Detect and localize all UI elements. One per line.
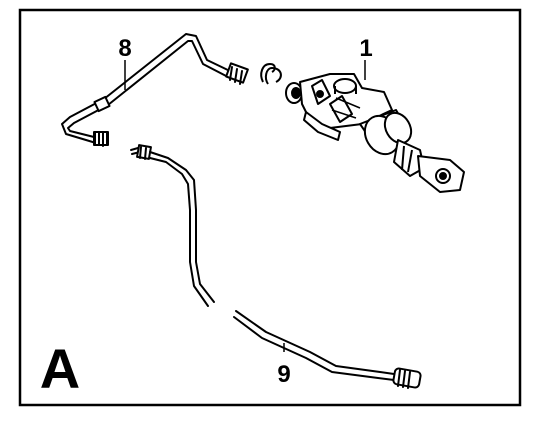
diagram-frame bbox=[18, 8, 522, 407]
panel-letter: A bbox=[40, 337, 80, 400]
pipe-8-right-fitting bbox=[225, 62, 249, 85]
pipe-8-left-fitting bbox=[93, 131, 109, 147]
pipe-8-clip bbox=[93, 95, 111, 113]
pipe-9-upper-fitting bbox=[130, 144, 152, 160]
master-cylinder bbox=[285, 73, 465, 193]
pipe-9-lower-fitting bbox=[392, 367, 422, 389]
pipe-8 bbox=[61, 33, 249, 147]
callout-9: 9 bbox=[277, 361, 290, 388]
callout-1: 1 bbox=[359, 35, 372, 62]
retaining-clip bbox=[260, 62, 282, 85]
leader-lines bbox=[124, 60, 366, 352]
callout-8: 8 bbox=[118, 35, 131, 62]
pipe-9 bbox=[130, 144, 422, 389]
